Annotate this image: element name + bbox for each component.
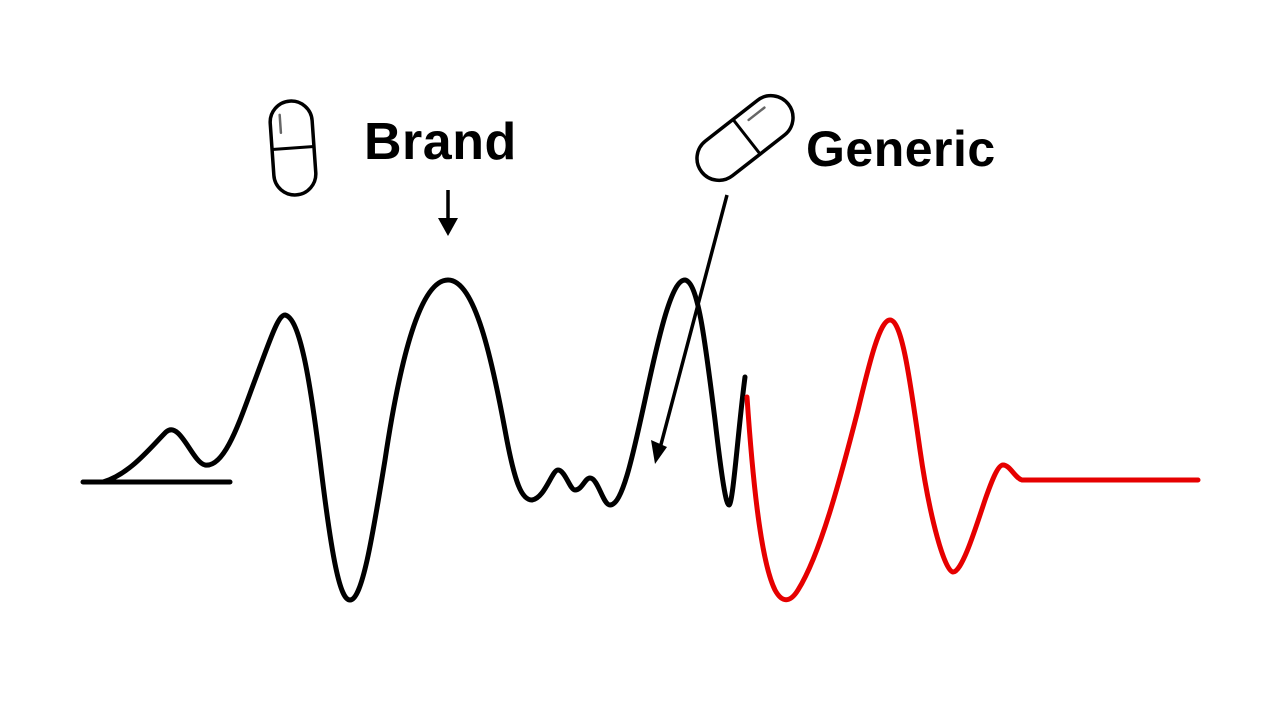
brand-waveform (100, 277, 748, 603)
brand-arrow-icon (438, 190, 458, 236)
brand-label: Brand (364, 113, 517, 171)
generic-pill-icon (695, 93, 795, 183)
generic-arrow-icon (651, 194, 729, 464)
brand-pill-icon (268, 99, 318, 197)
generic-label: Generic (806, 121, 996, 177)
generic-waveform (744, 317, 1201, 603)
